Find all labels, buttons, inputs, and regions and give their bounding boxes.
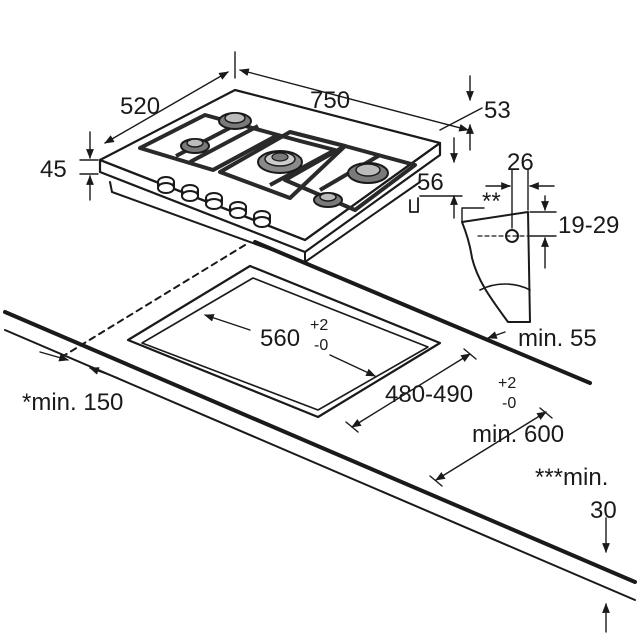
label-bracket-thickness: 26 bbox=[507, 149, 534, 176]
label-hob-height-front: 45 bbox=[40, 156, 67, 183]
knob-2 bbox=[181, 184, 199, 202]
worktop-back-edge bbox=[253, 240, 592, 385]
labels: 750 520 45 53 56 26 19-29 ** 560 +2 -0 4… bbox=[22, 87, 619, 524]
label-hob-width: 750 bbox=[310, 87, 350, 114]
bracket-clamp-ext bbox=[529, 211, 557, 237]
control-knobs bbox=[157, 176, 271, 228]
cutout bbox=[126, 264, 477, 433]
cutout-depth-ticks bbox=[345, 348, 477, 433]
burner-front-right bbox=[313, 192, 343, 208]
burner-back-left bbox=[218, 112, 252, 130]
worktop-side-dashed bbox=[59, 244, 246, 359]
hob-foot bbox=[409, 197, 419, 213]
label-cutout-depth: 480-490 bbox=[385, 381, 473, 408]
burner-back-right bbox=[347, 162, 389, 184]
depth-dim bbox=[104, 71, 229, 144]
label-rear-offset: 56 bbox=[417, 169, 444, 196]
bracket-break-line bbox=[479, 283, 531, 291]
width-ext-right bbox=[439, 107, 483, 131]
label-hob-depth: 520 bbox=[120, 93, 160, 120]
worktop-depth-ticks bbox=[429, 407, 553, 487]
cutout-width-dim-left bbox=[204, 314, 251, 331]
bracket-note-leader bbox=[461, 207, 485, 223]
knob-5 bbox=[253, 210, 271, 228]
label-front-clearance-value: 30 bbox=[590, 497, 617, 524]
burner-center-wok bbox=[257, 150, 303, 174]
hob-dims bbox=[79, 51, 483, 219]
knob-3 bbox=[205, 192, 223, 210]
cutout-inner bbox=[141, 277, 429, 411]
side-clear-left bbox=[39, 351, 69, 362]
cutout-depth-dim bbox=[351, 353, 471, 428]
burner-front-left bbox=[180, 138, 210, 154]
label-cutout-width-tol-minus: -0 bbox=[314, 337, 328, 354]
bracket-body bbox=[461, 211, 531, 323]
label-back-clearance: min. 55 bbox=[518, 325, 597, 352]
side-clear-right bbox=[89, 367, 119, 379]
clearance-dims bbox=[39, 331, 610, 633]
knob-1 bbox=[157, 176, 175, 194]
bracket-thickness-ext bbox=[511, 169, 529, 229]
label-bracket-note: ** bbox=[482, 188, 501, 215]
bracket-detail bbox=[461, 169, 557, 323]
label-front-clearance: ***min. bbox=[535, 464, 608, 491]
width-dim bbox=[239, 68, 469, 132]
worktop-depth-dim bbox=[435, 411, 547, 481]
hob-underside bbox=[109, 181, 421, 263]
height-front-ext bbox=[79, 159, 99, 175]
label-hob-height-back: 53 bbox=[484, 97, 511, 124]
label-cutout-width: 560 bbox=[260, 325, 300, 352]
worktop-front-edge-top bbox=[3, 310, 637, 584]
label-cutout-width-tol-plus: +2 bbox=[310, 317, 328, 334]
knob-4 bbox=[229, 201, 247, 219]
cutout-outer bbox=[126, 264, 442, 419]
label-cutout-depth-tol-minus: -0 bbox=[502, 395, 516, 412]
label-worktop-depth: min. 600 bbox=[472, 421, 564, 448]
label-bracket-clamp: 19-29 bbox=[558, 212, 619, 239]
label-cutout-depth-tol-plus: +2 bbox=[498, 375, 516, 392]
label-side-clearance: *min. 150 bbox=[22, 389, 123, 416]
cutout-width-dim-right bbox=[329, 354, 376, 377]
back-clear-arrow bbox=[487, 331, 506, 339]
hob-edge bbox=[98, 141, 442, 254]
